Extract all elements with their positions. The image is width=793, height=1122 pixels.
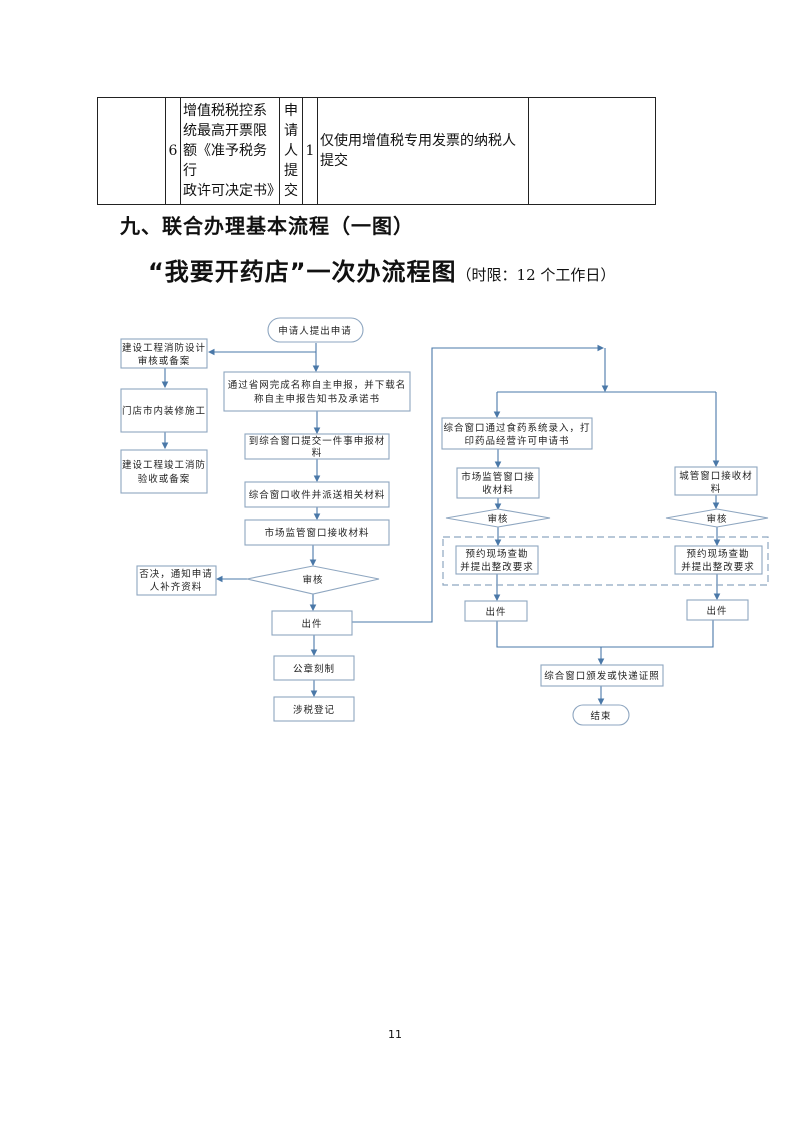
name-declare-text: 称自主申报告知书及承诺书 bbox=[254, 393, 380, 405]
seal-text: 公章刻制 bbox=[293, 663, 335, 675]
material-name-cell: 增值税税控系 统最高开票限 额《准予税务行 政许可决定书》 bbox=[180, 97, 281, 205]
market-receive-2-text: 市场监管窗口接 bbox=[461, 471, 535, 483]
material-name-line: 增值税税控系 bbox=[183, 103, 267, 119]
connector bbox=[496, 619, 714, 648]
review-diamond bbox=[246, 565, 380, 595]
tax-text: 涉税登记 bbox=[293, 704, 335, 716]
material-name-line: 额《准予税务行 bbox=[183, 143, 267, 179]
table-row: 6 增值税税控系 统最高开票限 额《准予税务行 政许可决定书》 申 请 人 提 … bbox=[97, 97, 656, 205]
start-node bbox=[267, 317, 364, 343]
materials-table: 6 增值税税控系 统最高开票限 额《准予税务行 政许可决定书》 申 请 人 提 … bbox=[97, 97, 656, 205]
inspect-right-box bbox=[674, 545, 763, 575]
issue-left-text: 出件 bbox=[485, 606, 506, 618]
issue-right-box bbox=[686, 599, 749, 621]
source-cell: 申 请 人 提 交 bbox=[279, 97, 303, 205]
source-char: 人 bbox=[284, 143, 298, 159]
inspection-group-frame bbox=[442, 536, 769, 586]
food-drug-entry-text: 综合窗口通过食药系统录入，打 bbox=[443, 422, 590, 434]
issue-left-box bbox=[464, 600, 528, 622]
city-receive-box bbox=[674, 466, 758, 496]
fire-design-text: 审核或备案 bbox=[138, 355, 191, 367]
market-receive-2-text: 收材料 bbox=[482, 484, 514, 496]
connectors bbox=[161, 343, 721, 706]
section-heading: 九、联合办理基本流程（一图） bbox=[120, 214, 414, 238]
market-receive-box bbox=[244, 519, 390, 546]
remark-cell bbox=[528, 97, 656, 205]
material-name-line: 统最高开票限 bbox=[183, 123, 267, 139]
deliver-text: 综合窗口颁发或快递证照 bbox=[544, 670, 660, 682]
city-receive-text: 城管窗口接收材 bbox=[679, 470, 753, 482]
review-left-text: 审核 bbox=[487, 513, 508, 525]
inspect-left-text: 预约现场查勘 bbox=[465, 548, 528, 560]
fire-acceptance-text: 验收或备案 bbox=[138, 473, 191, 485]
chart-title: “我要开药店”一次办流程图（时限：12 个工作日） bbox=[148, 252, 615, 287]
city-receive-text: 料 bbox=[711, 483, 722, 495]
chart-title-main: “我要开药店”一次办流程图 bbox=[148, 258, 457, 286]
page-number: 11 bbox=[388, 1028, 402, 1041]
review-right-text: 审核 bbox=[706, 513, 727, 525]
review-right-diamond bbox=[665, 508, 769, 528]
reject-box bbox=[136, 565, 217, 596]
fire-design-text: 建设工程消防设计 bbox=[122, 342, 206, 354]
fire-acceptance-text: 建设工程竣工消防 bbox=[122, 459, 206, 471]
submit-materials-box bbox=[244, 433, 390, 460]
inspect-right-text: 并提出整改要求 bbox=[681, 561, 755, 573]
inspect-left-box bbox=[455, 545, 539, 575]
inspect-right-text: 预约现场查勘 bbox=[686, 548, 749, 560]
seal-box bbox=[273, 655, 355, 681]
source-char: 申 bbox=[284, 103, 298, 119]
note-text: 仅使用增值税专用发票的纳税人提交 bbox=[320, 133, 516, 169]
category-cell bbox=[97, 97, 166, 205]
source-char: 提 bbox=[284, 163, 298, 179]
review-text: 审核 bbox=[302, 574, 323, 586]
name-declare-text: 通过省网完成名称自主申报，并下载名 bbox=[228, 379, 407, 391]
inspect-left-text: 并提出整改要求 bbox=[460, 561, 534, 573]
chart-title-time-limit: （时限：12 个工作日） bbox=[456, 266, 616, 284]
renovation-text: 门店市内装修施工 bbox=[122, 405, 206, 417]
market-receive-2-box bbox=[456, 467, 540, 499]
note-cell: 仅使用增值税专用发票的纳税人提交 bbox=[317, 97, 529, 205]
tax-box bbox=[273, 696, 355, 722]
dispatch-text: 综合窗口收件并派送相关材料 bbox=[249, 489, 386, 501]
material-name-line: 政许可决定书》 bbox=[183, 183, 281, 199]
connector bbox=[352, 344, 605, 623]
reject-text: 人补齐资料 bbox=[150, 581, 203, 593]
food-drug-entry-text: 印药品经营许可申请书 bbox=[464, 435, 569, 447]
renovation-box bbox=[120, 388, 208, 433]
review-left-diamond bbox=[445, 508, 551, 528]
submit-materials-text: 到综合窗口提交一件事申报材 bbox=[249, 435, 386, 447]
end-text: 结束 bbox=[590, 710, 611, 722]
fire-design-box bbox=[120, 338, 208, 369]
fire-acceptance-box bbox=[120, 449, 208, 494]
deliver-box bbox=[540, 664, 664, 687]
end-node bbox=[572, 704, 630, 726]
reject-text: 否决，通知申请 bbox=[139, 568, 213, 580]
submit-materials-text: 料 bbox=[312, 447, 323, 459]
source-char: 请 bbox=[284, 123, 298, 139]
source-char: 交 bbox=[284, 183, 298, 199]
name-declare-box bbox=[223, 371, 411, 412]
start-text: 申请人提出申请 bbox=[278, 325, 352, 337]
issue-text: 出件 bbox=[301, 618, 322, 630]
issue-box bbox=[271, 610, 353, 636]
issue-right-text: 出件 bbox=[706, 605, 727, 617]
market-receive-text: 市场监管窗口接收材料 bbox=[264, 527, 369, 539]
food-drug-entry-box bbox=[441, 417, 593, 450]
dispatch-box bbox=[244, 481, 390, 508]
